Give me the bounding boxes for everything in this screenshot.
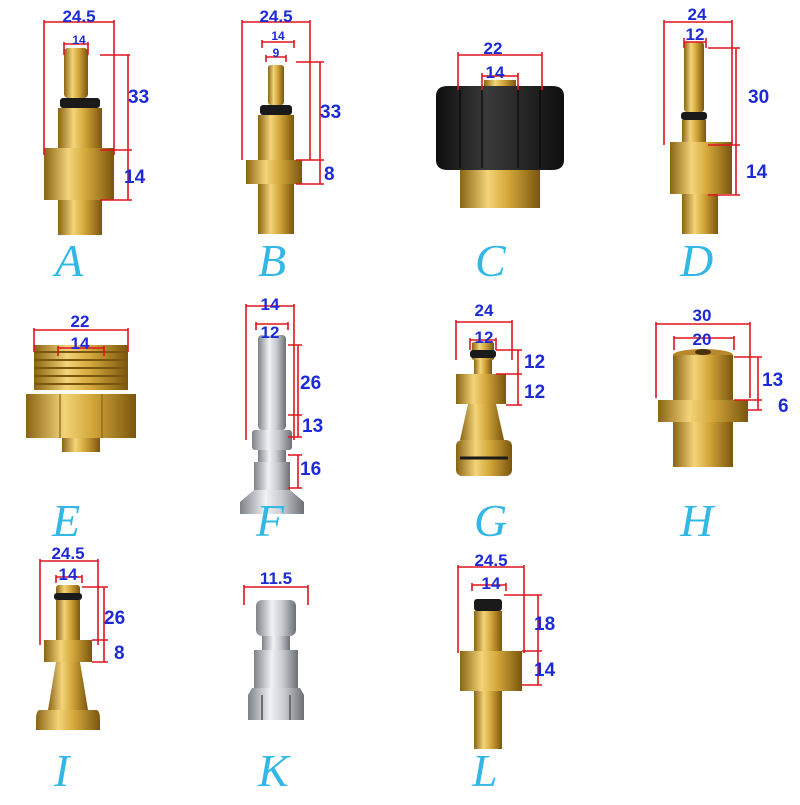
item-h	[600, 290, 800, 545]
label-c: C	[475, 235, 506, 286]
label-k: K	[258, 745, 289, 796]
fitting-i-illustration	[36, 559, 108, 730]
fitting-c-illustration	[436, 52, 564, 208]
fitting-h-illustration	[655, 322, 762, 467]
item-a	[0, 0, 200, 290]
fitting-e-illustration	[26, 328, 136, 452]
item-d	[600, 0, 800, 290]
label-g: G	[474, 495, 508, 546]
item-i	[0, 545, 200, 800]
label-i: I	[54, 745, 70, 796]
fitting-a-illustration	[43, 20, 132, 235]
item-e	[0, 290, 200, 545]
item-l	[400, 545, 600, 800]
label-h: H	[680, 495, 714, 546]
label-d: D	[680, 235, 714, 286]
item-c	[400, 0, 600, 290]
label-a: A	[55, 235, 84, 286]
item-b	[200, 0, 400, 290]
label-f: F	[256, 495, 285, 546]
fitting-g-illustration	[455, 320, 522, 476]
fitting-f-illustration	[240, 304, 304, 514]
fitting-d-illustration	[663, 20, 740, 234]
item-f	[200, 290, 400, 545]
label-l: L	[472, 745, 498, 796]
label-b: B	[258, 235, 287, 286]
fitting-l-illustration	[457, 565, 542, 749]
fitting-k-illustration	[243, 585, 309, 720]
item-k	[200, 545, 400, 800]
label-e: E	[52, 495, 81, 546]
item-g	[400, 290, 600, 545]
fitting-b-illustration	[241, 20, 324, 234]
